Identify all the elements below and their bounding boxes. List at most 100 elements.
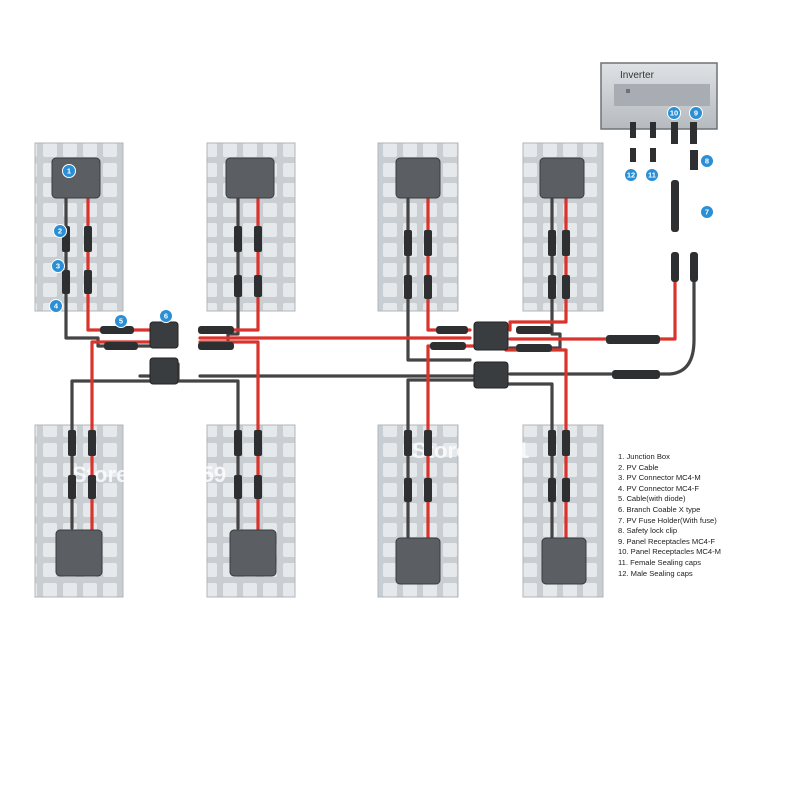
badge-number: 12 — [627, 171, 635, 180]
junction-box — [229, 529, 277, 577]
sealing-cap — [650, 148, 656, 162]
inverter-port — [690, 122, 697, 144]
junction-box — [539, 157, 585, 199]
badge-circle — [700, 154, 714, 168]
legend-item: 12. Male Sealing caps — [618, 568, 693, 578]
badge-10: 10 — [667, 106, 681, 120]
badge-2: 2 — [53, 224, 67, 238]
legend-item: 7. PV Fuse Holder(With fuse) — [618, 515, 717, 525]
legend-item: 1. Junction Box — [618, 452, 670, 461]
mc4-connector — [562, 275, 570, 299]
mc4-connector — [254, 226, 262, 252]
diode-cable-connector — [100, 326, 134, 334]
legend-item: 11. Female Sealing caps — [618, 557, 702, 567]
mc4-connector — [234, 430, 242, 456]
inverter-title: Inverter — [620, 70, 655, 81]
mc4-connector — [671, 252, 679, 282]
badge-number: 4 — [54, 302, 59, 311]
mc4-connector — [548, 430, 556, 456]
mc4-connector — [234, 275, 242, 297]
badge-circle — [53, 224, 67, 238]
mc4-connector — [562, 230, 570, 256]
sealing-cap — [630, 148, 636, 162]
legend-item: 2. PV Cable — [618, 462, 659, 472]
badge-number: 6 — [164, 312, 168, 321]
junction-box — [225, 157, 275, 199]
fuse-holder — [671, 180, 679, 232]
mc4-connector — [234, 226, 242, 252]
safety-lock-clip — [690, 150, 698, 170]
solar-panels — [34, 142, 604, 598]
mc4-connector — [562, 430, 570, 456]
diode-cable-connector — [606, 335, 660, 344]
badge-number: 11 — [648, 171, 656, 180]
badge-number: 10 — [670, 109, 678, 118]
watermark-text-left: Store No: 1759 — [72, 462, 226, 487]
mc4-connector — [424, 478, 432, 502]
mc4-connector — [548, 230, 556, 256]
mc4-connector — [548, 478, 556, 502]
branch-x-connector — [473, 361, 509, 389]
badge-6: 6 — [159, 309, 173, 323]
badge-circle — [689, 106, 703, 120]
diode-cable-connector — [612, 370, 660, 379]
legend-item: 4. PV Connector MC4-F — [618, 483, 700, 493]
badge-number: 2 — [58, 227, 62, 236]
mc4-connector — [88, 475, 96, 499]
mc4-connector — [562, 478, 570, 502]
badge-number: 3 — [56, 262, 60, 271]
badge-circle — [51, 259, 65, 273]
mc4-connector — [68, 430, 76, 456]
junction-box — [541, 537, 587, 585]
mc4-connector — [68, 475, 76, 499]
badge-3: 3 — [51, 259, 65, 273]
solar-panel — [377, 424, 459, 598]
badge-circle — [645, 168, 659, 182]
badge-7: 7 — [700, 205, 714, 219]
mc4-connector — [62, 270, 70, 294]
badge-circle — [624, 168, 638, 182]
badge-circle — [667, 106, 681, 120]
legend-item: 6. Branch Coable X type — [618, 504, 701, 514]
branch-connectors — [149, 321, 509, 389]
watermark: Store No: 1759 Store No: 1 — [72, 438, 529, 487]
badge-1: 1 — [62, 164, 76, 178]
branch-x-connector — [149, 357, 179, 385]
legend-item: 3. PV Connector MC4-M — [618, 473, 701, 483]
diode-cable-connector — [436, 326, 468, 334]
legend-item: 9. Panel Receptacles MC4-F — [618, 536, 716, 546]
badge-11: 11 — [645, 168, 659, 182]
badge-5: 5 — [114, 314, 128, 328]
mc4-connector — [84, 270, 92, 294]
mc4-connector — [254, 475, 262, 499]
junction-box — [55, 529, 103, 577]
inverter-port — [650, 122, 656, 138]
diode-cable-connector — [104, 342, 138, 350]
diode-cable-connector — [198, 342, 234, 350]
mc4-connector — [254, 430, 262, 456]
mc4-connector — [404, 230, 412, 256]
junction-box — [395, 537, 441, 585]
mc4-connector — [548, 275, 556, 299]
branch-x-connector — [473, 321, 509, 351]
badge-circle — [159, 309, 173, 323]
junction-box — [395, 157, 441, 199]
badge-12: 12 — [624, 168, 638, 182]
mc4-connector — [254, 275, 262, 297]
mc4-connector — [690, 252, 698, 282]
badge-circle — [62, 164, 76, 178]
legend-item: 10. Panel Receptacles MC4-M — [618, 547, 721, 557]
badge-number: 9 — [694, 109, 698, 118]
inverter-port — [630, 122, 636, 138]
diode-cable-connector — [430, 342, 466, 350]
mc4-connector — [84, 226, 92, 252]
badge-circle — [114, 314, 128, 328]
mc4-connector — [424, 430, 432, 456]
badge-number: 7 — [705, 208, 709, 217]
mc4-connector — [234, 475, 242, 499]
badge-9: 9 — [689, 106, 703, 120]
badge-number: 8 — [705, 157, 709, 166]
